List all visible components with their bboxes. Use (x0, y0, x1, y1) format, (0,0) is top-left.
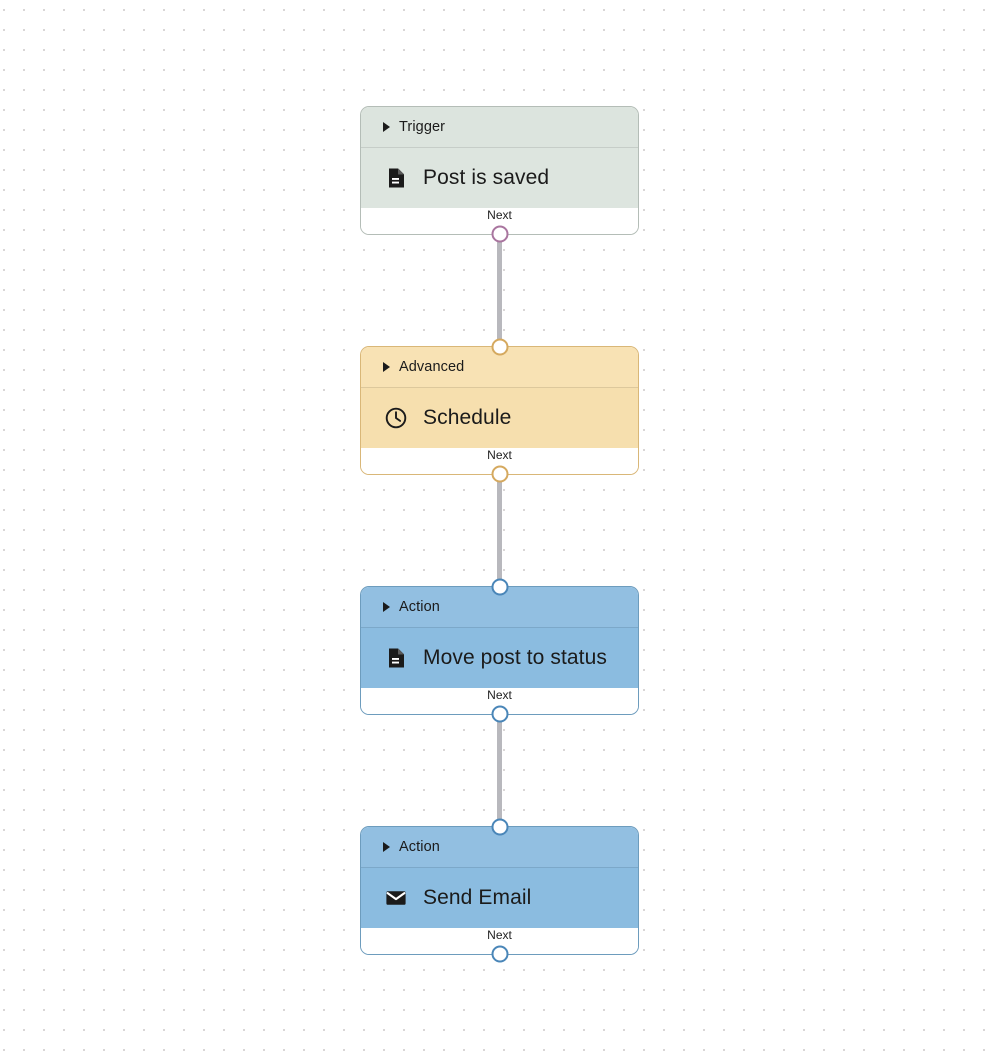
clock-icon (383, 405, 409, 431)
node-output-port[interactable] (491, 465, 508, 483)
node-body-advanced[interactable]: Schedule (361, 387, 638, 448)
disclosure-triangle-icon[interactable] (383, 602, 390, 612)
node-category-label: Action (399, 839, 440, 855)
node-body-trigger[interactable]: Post is saved (361, 147, 638, 208)
disclosure-triangle-icon[interactable] (383, 122, 390, 132)
disclosure-triangle-icon[interactable] (383, 362, 390, 372)
node-output-port[interactable] (491, 705, 508, 723)
node-header-trigger[interactable]: Trigger (361, 107, 638, 147)
node-input-port[interactable] (491, 578, 508, 596)
node-output-port[interactable] (491, 225, 508, 243)
envelope-icon (383, 885, 409, 911)
node-inner: Advanced Schedule Next (361, 347, 638, 474)
workflow-node-trigger[interactable]: Trigger Post is saved Next (360, 106, 639, 243)
edge-advanced-action-move[interactable] (497, 475, 502, 585)
node-body-action-move[interactable]: Move post to status (361, 627, 638, 688)
node-title: Move post to status (423, 646, 607, 669)
node-inner: Action Move post to status Next (361, 587, 638, 714)
next-label: Next (487, 928, 512, 942)
node-body-action-email[interactable]: Send Email (361, 867, 638, 928)
next-label: Next (487, 448, 512, 462)
edge-trigger-advanced[interactable] (497, 235, 502, 345)
node-category-label: Advanced (399, 359, 465, 375)
node-category-label: Action (399, 599, 440, 615)
next-label: Next (487, 688, 512, 702)
workflow-node-advanced[interactable]: Advanced Schedule Next (360, 338, 639, 483)
node-output-port[interactable] (491, 945, 508, 963)
node-title: Send Email (423, 886, 532, 909)
workflow-node-action-send-email[interactable]: Action Send Email Next (360, 818, 639, 963)
node-input-port[interactable] (491, 338, 508, 356)
node-inner: Trigger Post is saved Next (361, 107, 638, 234)
document-icon (383, 645, 409, 671)
node-title: Schedule (423, 406, 512, 429)
document-icon (383, 165, 409, 191)
disclosure-triangle-icon[interactable] (383, 842, 390, 852)
node-inner: Action Send Email Next (361, 827, 638, 954)
node-category-label: Trigger (399, 119, 446, 135)
edge-action-move-action-email[interactable] (497, 715, 502, 825)
node-input-port[interactable] (491, 818, 508, 836)
next-label: Next (487, 208, 512, 222)
node-title: Post is saved (423, 166, 550, 189)
workflow-node-action-move-post[interactable]: Action Move post to status Next (360, 578, 639, 723)
